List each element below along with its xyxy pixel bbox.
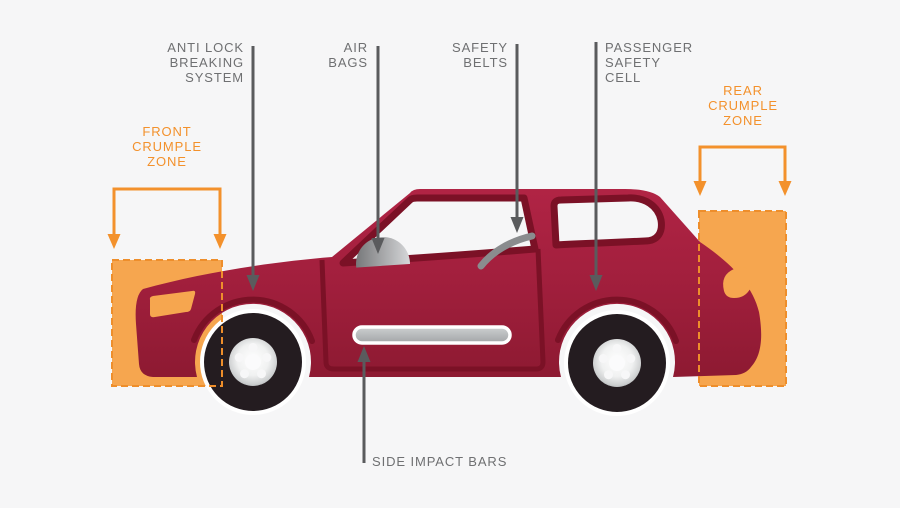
pointers	[246, 42, 603, 463]
label-line: BAGS	[328, 55, 368, 70]
down-arrow-icon	[213, 234, 227, 249]
rear-wheel-arch	[555, 296, 679, 344]
label-line: ZONE	[147, 154, 187, 169]
label-side-impact-bars: SIDE IMPACT BARS	[372, 454, 507, 469]
front-door-seam	[319, 248, 546, 372]
label-line: ZONE	[723, 113, 763, 128]
label-line: CELL	[605, 70, 642, 85]
label-front-crumple-zone: FRONT CRUMPLE ZONE	[102, 124, 232, 169]
rear-wheel	[564, 310, 670, 416]
down-arrow-icon	[246, 275, 260, 291]
headlight	[149, 290, 196, 318]
label-line: CRUMPLE	[132, 139, 202, 154]
side-impact-bar	[352, 325, 512, 345]
front-wheel	[200, 309, 306, 415]
crumple-zone-borders	[111, 210, 787, 387]
label-line: BELTS	[463, 55, 508, 70]
label-line: SAFETY	[452, 40, 508, 55]
label-line: ANTI LOCK	[167, 40, 244, 55]
label-line: SAFETY	[605, 55, 661, 70]
seat-belt-shape	[477, 232, 536, 270]
pointer-safety-belts	[510, 44, 524, 233]
label-line: BREAKING	[169, 55, 244, 70]
pointer-passenger-safety-cell	[589, 42, 603, 291]
label-line: REAR	[723, 83, 763, 98]
down-arrow-icon	[693, 181, 707, 196]
front-crumple-zone-border	[111, 259, 223, 387]
label-line: PASSENGER	[605, 40, 694, 55]
rear-window	[550, 194, 665, 249]
label-line: AIR	[343, 40, 368, 55]
rear-crumple-bracket	[693, 145, 792, 196]
label-line: FRONT	[142, 124, 192, 139]
down-arrow-icon	[510, 217, 524, 233]
label-anti-lock-braking-system: ANTI LOCK BREAKING SYSTEM	[94, 40, 244, 85]
down-arrow-icon	[589, 275, 603, 291]
label-line: CRUMPLE	[708, 98, 778, 113]
front-wheel-arch	[191, 296, 315, 344]
pointer-anti-lock-braking	[246, 46, 260, 291]
label-safety-belts: SAFETY BELTS	[398, 40, 508, 70]
down-arrow-icon	[778, 181, 792, 196]
label-air-bags: AIR BAGS	[268, 40, 368, 70]
label-passenger-safety-cell: PASSENGER SAFETY CELL	[605, 40, 735, 85]
pointer-side-impact-bars	[357, 346, 371, 463]
label-line: SIDE IMPACT BARS	[372, 454, 508, 469]
pointer-air-bags	[371, 46, 385, 254]
taillight	[723, 267, 752, 298]
down-arrow-icon	[371, 238, 385, 254]
airbag-shape	[356, 237, 410, 270]
front-crumple-bracket	[107, 187, 227, 249]
up-arrow-icon	[357, 346, 371, 362]
label-rear-crumple-zone: REAR CRUMPLE ZONE	[678, 83, 808, 128]
car	[135, 189, 762, 416]
down-arrow-icon	[107, 234, 121, 249]
label-line: SYSTEM	[185, 70, 244, 85]
